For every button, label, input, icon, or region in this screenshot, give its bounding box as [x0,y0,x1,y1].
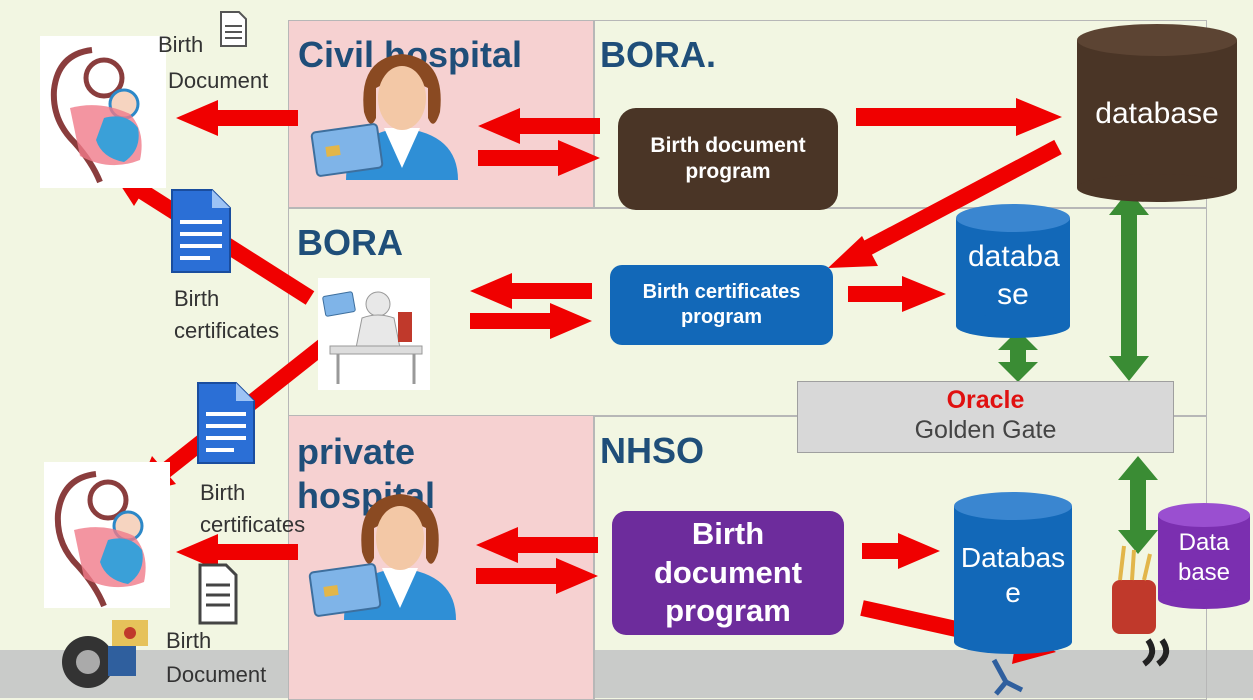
arrow-nhso-program-to-private [476,527,598,563]
arrow-private-to-mother [176,534,298,570]
document-icon [171,189,231,273]
birth-certificates-low-label-2: certificates [200,512,306,537]
mother-baby-icon [40,36,166,188]
oracle-brand: Oracle [946,386,1025,414]
wheelchair-icon [62,620,148,688]
birth-document-bottom-label-2: Document [166,662,267,687]
running-person-icon [991,658,1024,696]
arrow-database-to-bora-program-head [828,236,878,268]
civil-birth-document-program: Birth document program [618,108,838,210]
nhso-title: NHSO [600,430,705,471]
birth-document-bottom-label-1: Birth [166,628,212,653]
oracle-golden-gate-box: Oracle Golden Gate [797,381,1174,453]
main-database-label: database [1095,97,1219,130]
small-database-label: Data base [1177,529,1231,586]
doctor-smartcard-icon [308,494,456,620]
main-database-icon [1077,24,1237,202]
bora-birth-certificates-program: Birth certificates program [610,265,833,345]
arrow-bora-to-bora-program [470,303,592,339]
oracle-product: Golden Gate [914,416,1057,444]
birth-document-top-label-2: Document [168,68,269,93]
small-database-icon [1158,503,1250,609]
document-icon [220,11,247,47]
birth-certificates-mid-label-1: Birth [174,286,220,311]
birth-certificates-low-label-1: Birth [200,480,246,505]
doctor-smartcard-icon [310,54,458,180]
arrow-nhso-program-to-db [862,533,940,569]
arrow-civil-to-mother [176,100,298,136]
nhso-database-label: Databas e [960,542,1066,608]
arrow-civil-to-civil-program [478,140,600,176]
arrow-bora-program-to-db [848,276,946,312]
green-arrow-bora-db-goldengate [998,330,1038,382]
arrow-civil-program-to-civil [478,108,600,144]
arrow-database-to-bora-program-line [852,139,1062,262]
bora-database-icon [956,204,1070,338]
office-worker-icon [318,278,430,390]
bora-mid-title: BORA [297,222,403,263]
arrow-program-to-database [856,98,1062,136]
student-icon [1112,545,1170,667]
birth-certificates-mid-label-2: certificates [174,318,280,343]
document-icon [198,563,238,625]
floor-strip [0,650,1253,698]
document-icon [197,382,255,464]
bora-database-label: databa se [968,240,1060,311]
bora-top-title: BORA. [600,34,716,75]
green-arrow-goldengate-small-db [1118,456,1158,554]
mother-baby-icon [44,462,170,608]
arrow-private-to-nhso-program [476,558,598,594]
nhso-database-icon [954,492,1072,654]
green-arrow-database-goldengate [1109,190,1149,381]
arrow-bora-program-to-bora [470,273,592,309]
birth-document-top-label-1: Birth [158,32,204,57]
nhso-birth-document-program: Birth document program [612,511,844,635]
